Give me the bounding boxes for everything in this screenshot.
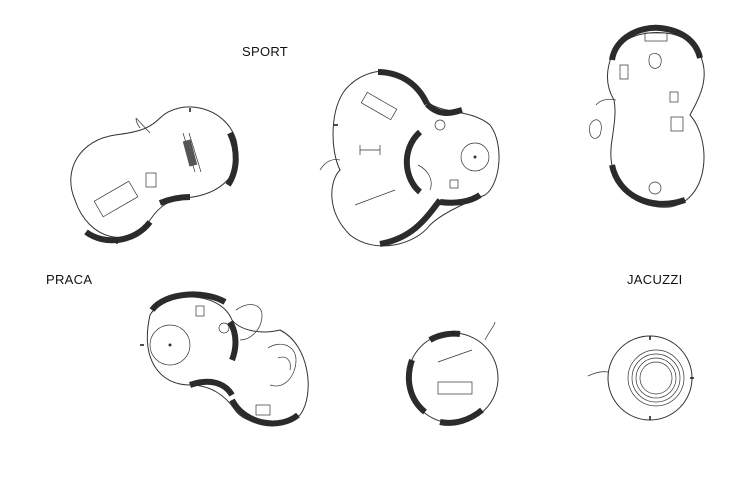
- desk-icon: [255, 404, 271, 416]
- module-circle-gym: [405, 321, 499, 426]
- module-vertical-bilobe: [589, 24, 705, 208]
- chair-icon: [218, 322, 230, 334]
- vertical-bilobe-wall-bottom: [609, 164, 686, 207]
- vertical-bilobe-outline: [606, 32, 705, 208]
- cabinet-icon: [644, 32, 668, 42]
- peanut-gym-wall-right: [225, 131, 239, 187]
- module-praca-workspace: [140, 291, 309, 427]
- vertical-bilobe-wall-top: [609, 24, 703, 61]
- rowing-machine-icon: [437, 349, 473, 363]
- weight-bench-seat-icon: [182, 139, 198, 167]
- shelf-icon: [669, 91, 679, 103]
- curved-bench-icon: [417, 164, 432, 191]
- desk-icon: [619, 64, 629, 80]
- praca-wall-mid: [189, 378, 235, 397]
- peanut-gym-wall-mid: [158, 194, 191, 206]
- trefoil-wall-inner: [424, 101, 463, 116]
- praca-outline: [146, 296, 309, 425]
- jacuzzi-tub-ring-icon: [631, 353, 681, 403]
- sofa-icon: [267, 343, 297, 387]
- locker-icon: [670, 116, 684, 132]
- trefoil-wall-left-inner: [403, 129, 423, 195]
- trefoil-outline: [331, 70, 500, 247]
- shower-icon: [648, 181, 662, 195]
- peanut-gym-outline: [70, 106, 238, 238]
- meeting-table-icon: [149, 324, 191, 366]
- chair-icon: [195, 305, 205, 317]
- stool-icon: [449, 179, 459, 189]
- praca-door-arc: [235, 304, 263, 341]
- circle-gym-door-arc: [484, 321, 496, 341]
- circle-gym-wall-top: [428, 330, 461, 343]
- chair-icon: [434, 119, 446, 131]
- plant-icon: [589, 119, 602, 139]
- jacuzzi-door-arc: [587, 371, 609, 377]
- jacuzzi-tub-outer-icon: [627, 349, 685, 407]
- vertical-bilobe-door-arc: [595, 98, 617, 106]
- trefoil-wall-top: [377, 69, 430, 106]
- meeting-table-center-icon: [168, 343, 172, 347]
- treadmill-icon: [360, 91, 398, 121]
- trefoil-door-arc: [319, 159, 341, 171]
- jacuzzi-tub-inner-icon: [639, 361, 673, 395]
- trefoil-wall-bottom2: [439, 192, 482, 206]
- circle-gym-wall-left: [405, 359, 428, 415]
- praca-wall-bottom: [229, 398, 300, 427]
- module-jacuzzi: [587, 335, 694, 421]
- label-jacuzzi: JACUZZI: [627, 272, 683, 287]
- round-mat-icon: [460, 142, 490, 172]
- jacuzzi-outline: [607, 335, 693, 421]
- armchair-icon: [277, 356, 291, 371]
- treadmill-icon: [93, 180, 139, 218]
- label-sport: SPORT: [242, 44, 289, 59]
- module-trefoil-gym: [319, 69, 500, 247]
- peanut-gym-wall-bottom: [84, 220, 153, 244]
- praca-wall-top: [149, 291, 227, 313]
- treadmill-icon: [437, 381, 473, 395]
- jacuzzi-tub-ring-icon: [635, 357, 677, 399]
- bike-icon: [145, 172, 157, 188]
- module-peanut-gym: [70, 106, 239, 244]
- bench-press-icon: [359, 145, 381, 155]
- rowing-machine-icon: [354, 189, 396, 206]
- peanut-gym-door-arc: [135, 117, 151, 134]
- round-mat-center-icon: [473, 155, 477, 159]
- circle-gym-wall-bottom: [439, 407, 484, 426]
- trefoil-wall-bottom: [379, 198, 443, 247]
- plant-icon: [648, 53, 662, 69]
- label-praca: PRACA: [46, 272, 93, 287]
- praca-wall-right: [227, 320, 239, 362]
